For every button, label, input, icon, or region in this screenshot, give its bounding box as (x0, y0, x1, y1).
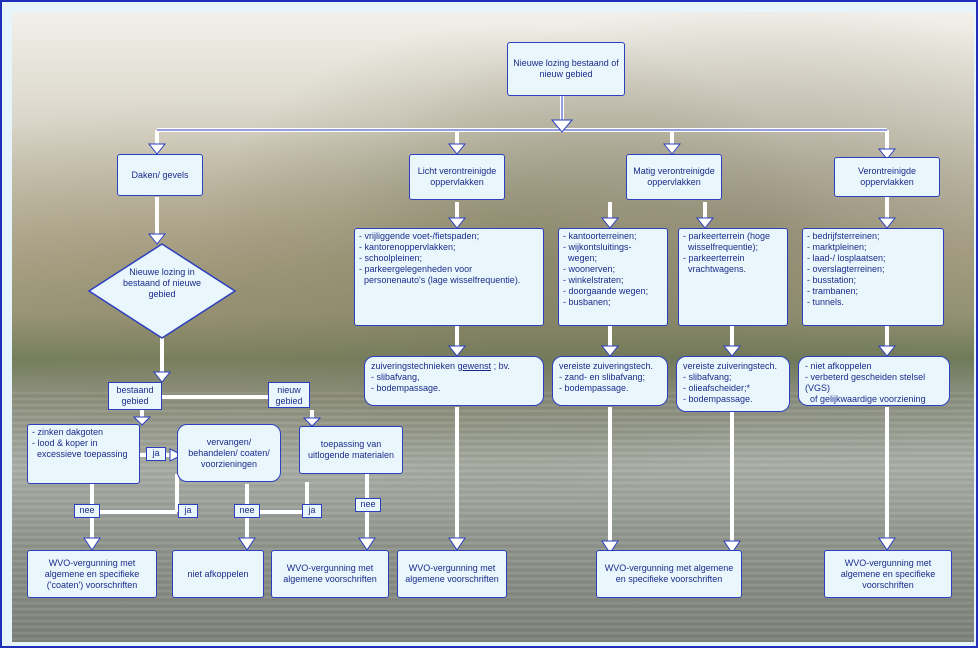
treatment-licht-heading: zuiveringstechnieken gewenst ; bv. (371, 361, 510, 371)
licht-list: - vrijliggende voet-/fietspaden; - kanto… (359, 231, 539, 286)
matig-list-a-box: - kantoorterreinen; - wijkontsluitings- … (558, 228, 668, 326)
category-matig: Matig verontreinigde oppervlakken (626, 154, 722, 200)
decision-label: Nieuwe lozing in bestaand of nieuwe gebi… (122, 267, 202, 299)
treatment-matig-a: vereiste zuiveringstech. - zand- en slib… (552, 356, 668, 406)
category-daken-label: Daken/ gevels (131, 169, 189, 180)
category-daken: Daken/ gevels (117, 154, 203, 196)
list-item: - bodempassage. (559, 383, 629, 393)
list-item: - olieafscheider;* (683, 383, 751, 393)
outcome-3: WVO-vergunning met algemene voorschrifte… (271, 550, 389, 598)
outcome-4: WVO-vergunning met algemene voorschrifte… (397, 550, 507, 598)
matig-list-b: - parkeerterrein (hoge wisselfrequentie)… (683, 231, 783, 275)
list-item: - vrijliggende voet-/fietspaden; (359, 231, 480, 241)
zinken-box: - zinken dakgoten - lood & koper in exce… (27, 424, 140, 484)
list-item: - trambanen; (807, 286, 859, 296)
list-item: - woonerven; (563, 264, 616, 274)
root-label: Nieuwe lozing bestaand of nieuw gebied (513, 58, 619, 79)
list-item: - kantoorterreinen; (563, 231, 637, 241)
list-item: - kantorenoppervlakken; (359, 242, 456, 252)
category-licht: Licht verontreinigde oppervlakken (409, 154, 505, 200)
root-node: Nieuwe lozing bestaand of nieuw gebied (507, 42, 625, 96)
list-item: - parkeerterrein (683, 253, 745, 263)
list-item: - bedrijfsterreinen; (807, 231, 880, 241)
treatment-licht: zuiveringstechnieken gewenst ; bv. - sli… (364, 356, 544, 406)
list-item: - lood & koper in (32, 438, 98, 448)
list-item: - parkeerterrein (hoge (683, 231, 771, 241)
list-item: wisselfrequentie); (683, 242, 759, 252)
list-item: - laad-/ losplaatsen; (807, 253, 886, 263)
list-item: - verbeterd gescheiden stelsel (VGS) (805, 372, 926, 393)
list-item: - bodempassage. (371, 383, 441, 393)
category-matig-label: Matig verontreinigde oppervlakken (633, 166, 715, 187)
ja-label-3: ja (302, 504, 322, 518)
outcome-2: niet afkoppelen (172, 550, 264, 598)
verontreinigd-list: - bedrijfsterreinen; - marktpleinen; - l… (807, 231, 939, 308)
list-item: - wijkontsluitings- (563, 242, 632, 252)
list-item: - parkeergelegenheden voor (359, 264, 473, 274)
list-item: - busbanen; (563, 297, 611, 307)
connector-lines (83, 96, 897, 554)
outcome-6: WVO-vergunning met algemene en specifiek… (824, 550, 952, 598)
list-item: - zinken dakgoten (32, 427, 104, 437)
list-item: of gelijkwaardige voorziening (805, 394, 926, 404)
list-item: - doorgaande wegen; (563, 286, 649, 296)
list-item: - slibafvang; (683, 372, 732, 382)
treatment-verontreinigd: - niet afkoppelen - verbeterd gescheiden… (798, 356, 950, 406)
vervangen-box: vervangen/ behandelen/ coaten/ voorzieni… (177, 424, 281, 482)
list-item: - schoolpleinen; (359, 253, 423, 263)
list-item: - overslagterreinen; (807, 264, 885, 274)
nee-label-2: nee (234, 504, 260, 518)
licht-list-box: - vrijliggende voet-/fietspaden; - kanto… (354, 228, 544, 326)
list-item: - slibafvang, (371, 372, 420, 382)
outcome-1: WVO-vergunning met algemene en specifiek… (27, 550, 157, 598)
list-item: - niet afkoppelen (805, 361, 872, 371)
ja-label-2: ja (178, 504, 198, 518)
nee-label-3: nee (355, 498, 381, 512)
list-item: - busstation; (807, 275, 857, 285)
category-licht-label: Licht verontreinigde oppervlakken (417, 166, 497, 187)
ja-label-1: ja (146, 447, 166, 461)
toepassing-box: toepassing van uitlogende materialen (299, 426, 403, 474)
background-photo: Nieuwe lozing bestaand of nieuw gebied D… (12, 12, 974, 642)
decision-diamond (87, 243, 237, 339)
verontreinigd-list-box: - bedrijfsterreinen; - marktpleinen; - l… (802, 228, 944, 326)
list-item: - tunnels. (807, 297, 845, 307)
list-item: vrachtwagens. (683, 264, 747, 274)
category-verontreinigd-label: Verontreinigde oppervlakken (857, 166, 917, 187)
list-item: - winkelstraten; (563, 275, 624, 285)
nieuw-gebied-label: nieuw gebied (268, 382, 310, 408)
category-verontreinigd: Verontreinigde oppervlakken (834, 157, 940, 197)
bestaand-gebied-label: bestaand gebied (108, 382, 162, 410)
treatment-matig-b: vereiste zuiveringstech. - slibafvang; -… (676, 356, 790, 412)
list-item: - marktpleinen; (807, 242, 867, 252)
list-item: - zand- en slibafvang; (559, 372, 646, 382)
water-reflection (12, 392, 974, 642)
outcome-5: WVO-vergunning met algemene en specifiek… (596, 550, 742, 598)
zinken-list: - zinken dakgoten - lood & koper in exce… (32, 427, 135, 460)
list-item: excessieve toepassing (32, 449, 128, 459)
list-item: personenauto's (lage wisselfrequentie). (359, 275, 521, 285)
matig-list-b-box: - parkeerterrein (hoge wisselfrequentie)… (678, 228, 788, 326)
list-item: wegen; (563, 253, 598, 263)
matig-list-a: - kantoorterreinen; - wijkontsluitings- … (563, 231, 663, 308)
nee-label-1: nee (74, 504, 100, 518)
list-item: vereiste zuiveringstech. (559, 361, 654, 371)
list-item: - bodempassage. (683, 394, 753, 404)
list-item: vereiste zuiveringstech. (683, 361, 778, 371)
